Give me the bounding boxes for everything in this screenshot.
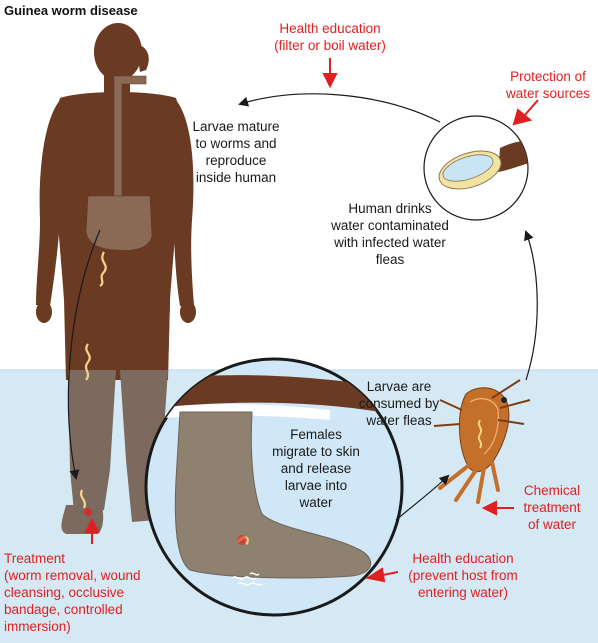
arrow-bowl-to-body: [238, 93, 441, 123]
arrow-foot-to-flea: [395, 474, 450, 521]
label-protection-water-sources: Protection of water sources: [505, 69, 591, 101]
red-arrow-protection: [523, 99, 539, 117]
diagram-title: Guinea worm disease: [4, 3, 138, 18]
foot-inset: [144, 357, 404, 617]
arrow-flea-to-bowl: [524, 230, 538, 381]
label-larvae-consumed: Larvae are consumed by water fleas: [358, 379, 440, 428]
label-chemical-treatment: Chemical treatment of water: [523, 483, 581, 532]
label-human-drinks: Human drinks water contaminated with inf…: [331, 201, 449, 267]
worm-foot: [80, 489, 86, 509]
label-health-education-bottom: Health education (prevent host from ente…: [408, 551, 518, 600]
worm-stomach: [99, 251, 107, 287]
label-health-education-top: Health education (filter or boil water): [274, 21, 386, 53]
worm-leg: [84, 343, 91, 381]
arrow-body-to-foot: [67, 229, 101, 480]
label-larvae-mature: Larvae mature to worms and reproduce ins…: [192, 119, 280, 185]
label-treatment: Treatment (worm removal, wound cleansing…: [4, 551, 141, 634]
water-bowl-inset: [423, 115, 529, 221]
label-females-migrate: Females migrate to skin and release larv…: [272, 427, 360, 510]
water-flea: [433, 379, 531, 504]
